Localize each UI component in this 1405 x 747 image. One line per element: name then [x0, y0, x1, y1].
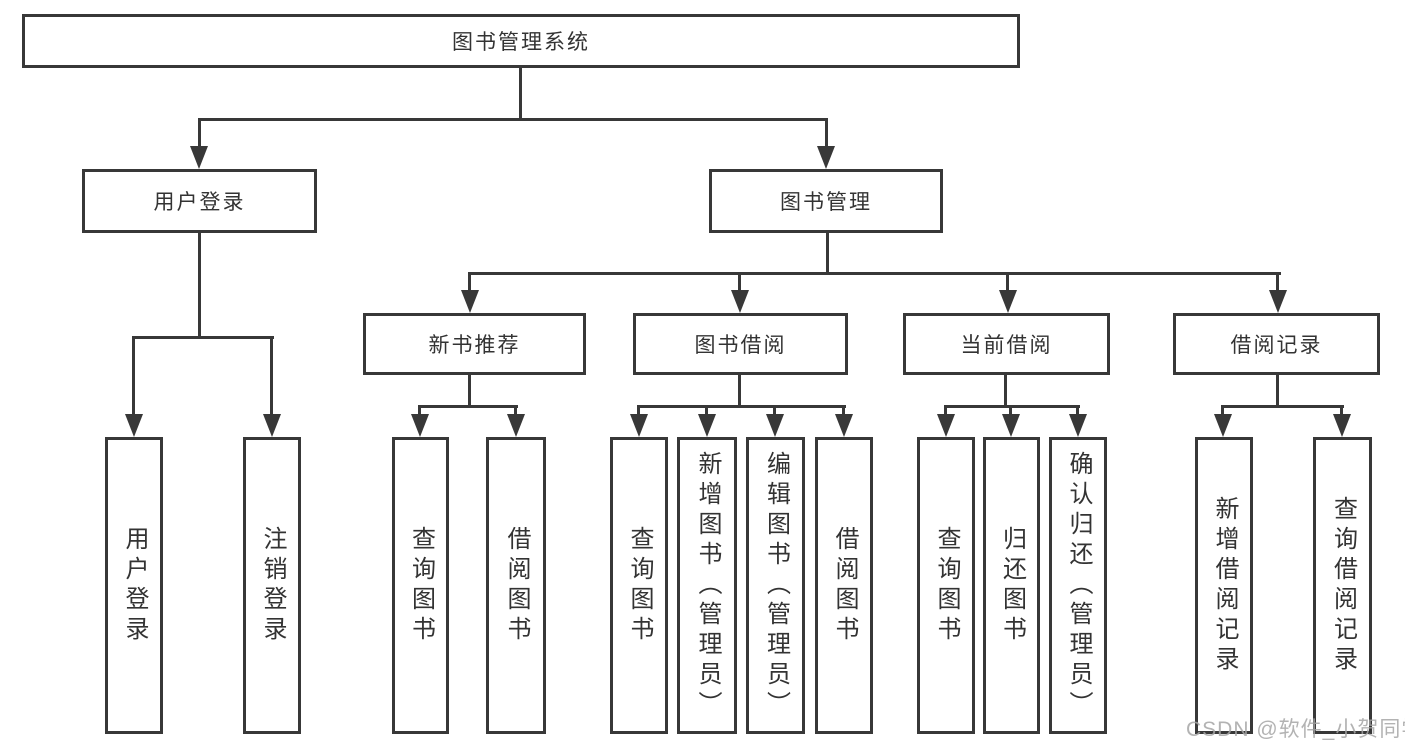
leaf-borrow-edit-books-admin: 编辑图书（管理员）: [746, 437, 805, 734]
arrow-down-icon: [937, 414, 955, 437]
leaf-label: 查询图书: [933, 525, 960, 646]
connector-line: [1276, 375, 1279, 408]
node-user-login: 用户登录: [82, 169, 317, 233]
leaf-borrow-borrow-books: 借阅图书: [815, 437, 873, 734]
leaf-borrow-query-books: 查询图书: [610, 437, 668, 734]
connector-line: [826, 233, 829, 275]
connector-line: [133, 336, 274, 339]
leaf-label: 查询图书: [407, 525, 435, 646]
connector-line: [1222, 405, 1344, 408]
leaf-label: 编辑图书（管理员）: [762, 450, 790, 721]
connector-line: [1221, 405, 1224, 418]
leaf-label: 注销登录: [259, 525, 286, 646]
connector-line: [198, 233, 201, 339]
leaf-current-confirm-return-admin: 确认归还（管理员）: [1049, 437, 1107, 734]
leaf-current-return-books: 归还图书: [983, 437, 1040, 734]
arrow-down-icon: [1214, 414, 1232, 437]
arrow-down-icon: [835, 414, 853, 437]
connector-line: [945, 405, 1080, 408]
connector-line: [132, 336, 135, 418]
arrow-down-icon: [263, 414, 281, 437]
leaf-recommend-query-books: 查询图书: [392, 437, 449, 734]
arrow-down-icon: [817, 146, 835, 169]
arrow-down-icon: [1333, 414, 1351, 437]
arrow-down-icon: [1002, 414, 1020, 437]
leaf-current-query-books: 查询图书: [917, 437, 975, 734]
connector-line: [519, 68, 522, 120]
node-book-management: 图书管理: [709, 169, 943, 233]
leaf-user-login: 用户登录: [105, 437, 163, 734]
leaf-label: 借阅图书: [831, 525, 858, 646]
arrow-down-icon: [630, 414, 648, 437]
leaf-records-add-record: 新增借阅记录: [1195, 437, 1253, 734]
leaf-recommend-borrow-books: 借阅图书: [486, 437, 546, 734]
connector-line: [1076, 405, 1079, 418]
connector-line: [419, 405, 518, 408]
leaf-label: 借阅图书: [503, 525, 530, 646]
arrow-down-icon: [507, 414, 525, 437]
arrow-down-icon: [411, 414, 429, 437]
connector-line: [638, 405, 846, 408]
leaf-logout: 注销登录: [243, 437, 301, 734]
arrow-down-icon: [999, 290, 1017, 313]
connector-line: [1009, 405, 1012, 418]
csdn-watermark: CSDN @软件_小贺同学: [1186, 718, 1405, 741]
node-book-borrow: 图书借阅: [633, 313, 848, 375]
connector-line: [738, 272, 741, 294]
connector-line: [198, 118, 201, 149]
leaf-label: 新增图书（管理员）: [694, 450, 721, 721]
connector-line: [1006, 272, 1009, 294]
arrow-down-icon: [461, 290, 479, 313]
leaf-label: 新增借阅记录: [1211, 495, 1238, 676]
connector-line: [738, 375, 741, 408]
arrow-down-icon: [1069, 414, 1087, 437]
node-current-borrow: 当前借阅: [903, 313, 1110, 375]
leaf-label: 确认归还（管理员）: [1065, 450, 1092, 721]
connector-line: [468, 375, 471, 408]
arrow-down-icon: [1269, 290, 1287, 313]
arrow-down-icon: [190, 146, 208, 169]
node-new-book-recommend: 新书推荐: [363, 313, 586, 375]
connector-line: [1004, 375, 1007, 408]
leaf-borrow-add-books-admin: 新增图书（管理员）: [677, 437, 737, 734]
connector-line: [705, 405, 708, 418]
connector-line: [773, 405, 776, 418]
connector-line: [270, 336, 273, 418]
connector-line: [825, 118, 828, 149]
arrow-down-icon: [731, 290, 749, 313]
connector-line: [468, 272, 471, 294]
connector-line: [637, 405, 640, 418]
connector-line: [1276, 272, 1279, 294]
leaf-label: 用户登录: [121, 525, 148, 646]
connector-line: [842, 405, 845, 418]
connector-line: [944, 405, 947, 418]
leaf-label: 查询借阅记录: [1329, 495, 1357, 676]
leaf-label: 查询图书: [626, 525, 653, 646]
node-library-system: 图书管理系统: [22, 14, 1020, 68]
arrow-down-icon: [698, 414, 716, 437]
leaf-label: 归还图书: [998, 525, 1026, 646]
arrow-down-icon: [125, 414, 143, 437]
connector-line: [514, 405, 517, 418]
arrow-down-icon: [766, 414, 784, 437]
connector-line: [469, 272, 1281, 275]
connector-line: [198, 118, 828, 121]
connector-line: [1340, 405, 1343, 418]
leaf-records-query-record: 查询借阅记录: [1313, 437, 1372, 734]
connector-line: [418, 405, 421, 418]
node-borrow-records: 借阅记录: [1173, 313, 1380, 375]
